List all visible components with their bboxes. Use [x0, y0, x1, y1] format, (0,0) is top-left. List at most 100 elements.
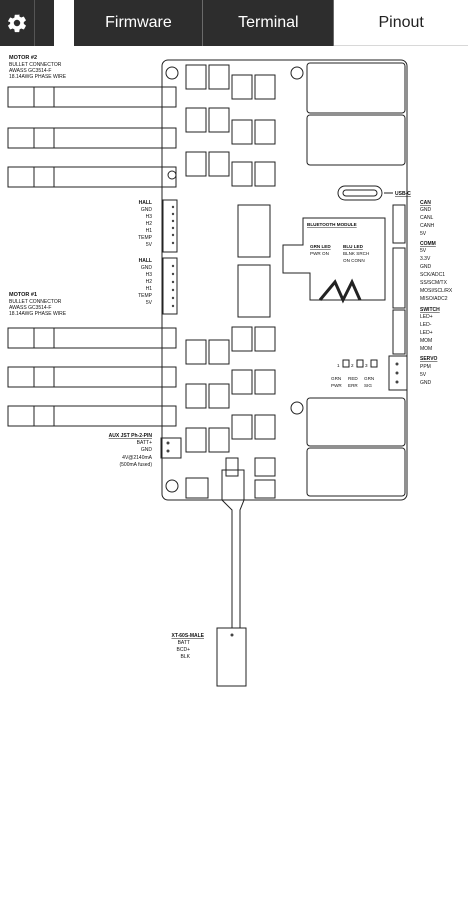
status-led [342, 359, 350, 368]
status-led-labels: 1 2 3 GRN RED GRN PWR ERR SIG [331, 363, 374, 388]
comm-pin: SCK/ADC1 [420, 272, 445, 278]
grn-led-desc: PWR ON [310, 251, 329, 256]
motor1-label: MOTOR #1 BULLET CONNECTOR AWASS GC3514-F… [9, 292, 67, 317]
aux-note: 4V@2140mA [122, 455, 152, 461]
capacitors [306, 62, 406, 497]
motor1-wires [7, 327, 177, 427]
mosfet-array-upper [185, 64, 276, 187]
can-header [392, 204, 406, 244]
comm-pin: MOSI/SCL/RX [420, 288, 453, 294]
hall1-header [162, 199, 178, 253]
led-desc: SIG [364, 383, 372, 388]
motor2-line1: BULLET CONNECTOR [9, 62, 62, 68]
tab-bar-spacer [35, 0, 55, 46]
comm-pin: SS/SCM/TX [420, 280, 448, 286]
xt60-pin: BLK [181, 654, 191, 660]
comm-labels: COMM 5V 3.3V GND SCK/ADC1 SS/SCM/TX MOSI… [420, 241, 453, 302]
aux-note: (500mA fused) [119, 462, 152, 468]
xt60-pin: BATT [178, 640, 190, 646]
mounting-hole [290, 401, 304, 415]
motor1-line2: AWASS GC3514-F [9, 305, 51, 311]
comm-pin: 5V [420, 248, 427, 254]
settings-button[interactable] [0, 0, 36, 46]
hall1-pin: H2 [146, 221, 153, 227]
motor2-label: MOTOR #2 BULLET CONNECTOR AWASS GC3514-F… [9, 55, 67, 80]
controller-board-outline [161, 59, 408, 501]
tab-firmware[interactable]: Firmware [74, 0, 204, 46]
hall2-pin: TEMP [138, 293, 153, 299]
usb-c-port [337, 185, 383, 201]
motor2-line3: 18.14AWG PHASE WIRE [9, 74, 67, 80]
mounting-hole [167, 170, 177, 180]
hall1-pin: TEMP [138, 235, 153, 241]
servo-pin: 5V [420, 372, 427, 378]
mounting-hole [290, 66, 304, 80]
comm-header [392, 247, 406, 309]
switch-pin: LED+ [420, 314, 433, 320]
xt60-cable [221, 470, 245, 628]
can-pin: GND [420, 207, 432, 213]
motor1-line1: BULLET CONNECTOR [9, 299, 62, 305]
switch-labels: SWITCH LED+ LED- LED+ MOM MOM [420, 307, 440, 352]
led-desc: PWR [331, 383, 342, 388]
hall1-pin: H1 [146, 228, 153, 234]
switch-title: SWITCH [420, 307, 440, 313]
grn-led-label: GRN LED [310, 244, 331, 249]
can-labels: CAN GND CANL CANH 5V [420, 200, 435, 237]
motor1-line3: 18.14AWG PHASE WIRE [9, 311, 67, 317]
aux-connector [160, 437, 182, 459]
led-desc: ERR [348, 383, 358, 388]
bluetooth-labels: BLUETOOTH MODULE GRN LED PWR ON BLU LED … [307, 222, 369, 263]
blu-led-desc-1: BLNK SRCH [343, 251, 369, 256]
tab-pinout[interactable]: Pinout [334, 0, 468, 46]
mounting-hole [165, 66, 179, 80]
servo-pin: PPM [420, 364, 431, 370]
mosfet-array-lower [185, 326, 276, 499]
can-pin: CANL [420, 215, 434, 221]
blu-led-label: BLU LED [343, 244, 364, 249]
led-number: 1 [337, 363, 340, 368]
hall1-pin: H3 [146, 214, 153, 220]
top-tab-bar: Firmware Terminal Pinout [0, 0, 468, 46]
hall1-pin: 5V [146, 242, 153, 248]
led-color: RED [348, 376, 358, 381]
gear-icon [8, 14, 27, 33]
hall2-pin: GND [141, 265, 153, 271]
tab-terminal[interactable]: Terminal [203, 0, 335, 46]
hall2-title: HALL [139, 258, 152, 264]
xt60-pin: BCD+ [177, 647, 191, 653]
hall1-labels: HALL GND H3 H2 H1 TEMP 5V [138, 200, 153, 248]
led-color: GRN [331, 376, 341, 381]
can-pin: CANH [420, 223, 435, 229]
hall2-pin: H2 [146, 279, 153, 285]
aux-pin: BATT+ [137, 440, 152, 446]
hall2-pin: H3 [146, 272, 153, 278]
switch-header [392, 309, 406, 355]
servo-title: SERVO [420, 356, 438, 362]
bluetooth-module-outline [282, 217, 386, 301]
servo-header [388, 355, 408, 391]
tab-firmware-label: Firmware [105, 14, 172, 31]
hall2-pin: H1 [146, 286, 153, 292]
hall2-header [162, 257, 178, 315]
led-color: GRN [364, 376, 374, 381]
tab-terminal-label: Terminal [238, 14, 299, 31]
switch-pin: LED+ [420, 330, 433, 336]
comm-pin: 3.3V [420, 256, 431, 262]
servo-pin: GND [420, 380, 432, 386]
can-pin: 5V [420, 231, 427, 237]
xt60-connector [216, 627, 247, 687]
servo-labels: SERVO PPM 5V GND [420, 356, 438, 386]
hall2-pin: 5V [146, 300, 153, 306]
motor2-line2: AWASS GC3514-F [9, 68, 51, 74]
mounting-hole [165, 479, 179, 493]
aux-pin: GND [141, 447, 153, 453]
motor2-wires [7, 86, 177, 188]
xt60-title: XT-60S-MALE [171, 633, 204, 639]
antenna-trace [318, 278, 362, 304]
usbc-title: USB-C [395, 191, 411, 197]
switch-pin: MOM [420, 338, 432, 344]
led-number: 2 [351, 363, 354, 368]
tab-pinout-label: Pinout [378, 13, 424, 31]
driver-ic-chips [237, 204, 271, 318]
